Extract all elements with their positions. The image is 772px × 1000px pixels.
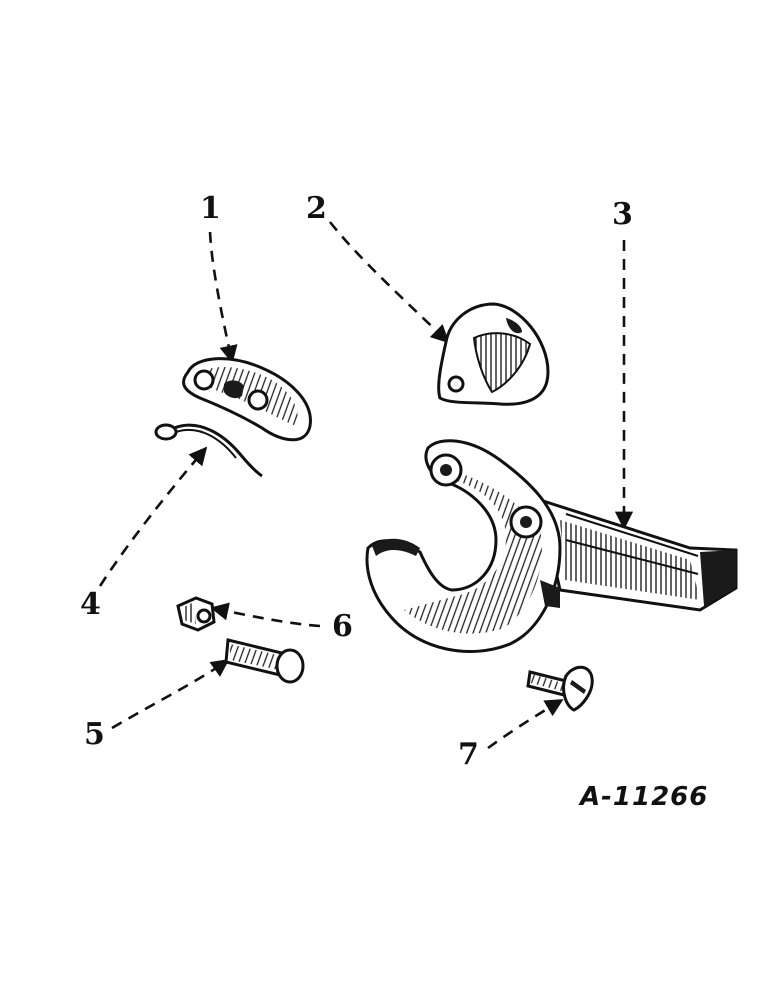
leader-5	[111, 658, 230, 730]
leader-2	[328, 221, 450, 344]
part-7-plow-bolt	[526, 665, 594, 712]
part-1-plate	[182, 357, 312, 442]
callout-2: 2	[306, 191, 327, 226]
leader-7	[487, 698, 564, 750]
part-6-nut	[176, 596, 216, 632]
callout-5: 5	[84, 717, 105, 752]
leader-4	[98, 446, 208, 587]
callout-4: 4	[80, 587, 101, 622]
callout-7: 7	[458, 737, 479, 772]
figure-id-label: A-11266	[580, 782, 709, 812]
part-2-plate	[437, 302, 550, 406]
part-5-bolt	[224, 638, 305, 684]
callout-6: 6	[332, 609, 353, 644]
callout-1: 1	[200, 191, 221, 226]
leader-6	[210, 602, 321, 628]
part-3-hook-bracket	[365, 439, 738, 653]
leader-1	[208, 231, 238, 364]
callout-3: 3	[612, 197, 633, 232]
part-4-cotter-pin	[154, 423, 263, 478]
